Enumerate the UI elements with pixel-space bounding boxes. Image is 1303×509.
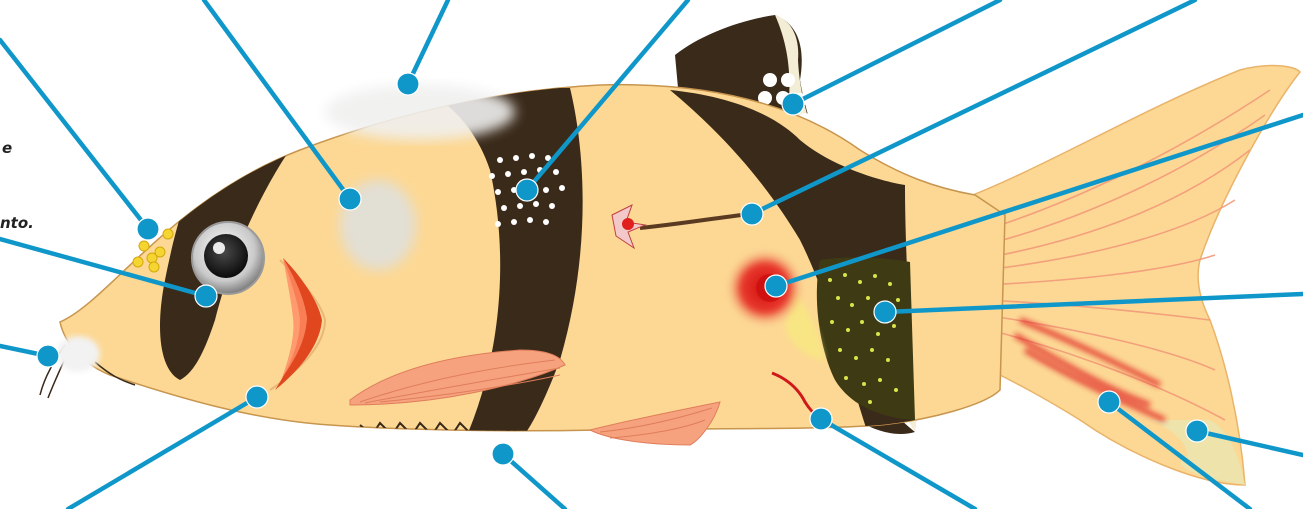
- belly-sawtooth-marker: [492, 443, 514, 465]
- tail-fin: [960, 66, 1300, 485]
- belly-sawtooth-leader: [503, 454, 565, 509]
- red-gill-marker: [246, 386, 268, 408]
- fin-white-tufts-leader: [408, 0, 448, 84]
- velvet-marker: [874, 301, 896, 323]
- fin-white-tufts: [325, 84, 515, 140]
- anal-red-thread-marker: [810, 408, 832, 430]
- red-gill-leader: [68, 397, 257, 509]
- fin-white-tufts-marker: [397, 73, 419, 95]
- red-lesion-marker: [765, 275, 787, 297]
- dorsal-fin-white-spots-leader: [793, 0, 1000, 104]
- dorsal-fin-white-spots-marker: [782, 93, 804, 115]
- head-yellow-cysts-marker: [137, 218, 159, 240]
- body-cloudy-patch-marker: [339, 188, 361, 210]
- eye-cloudy-marker: [195, 285, 217, 307]
- white-spots-marker: [516, 179, 538, 201]
- head-yellow-cysts-leader: [0, 40, 148, 229]
- mouth-fungus-marker: [37, 345, 59, 367]
- mouth-fungus: [56, 336, 100, 372]
- tail-red-streaks-marker: [1098, 391, 1120, 413]
- parasite-worm-marker: [741, 203, 763, 225]
- tail-fin-rot-marker: [1186, 420, 1208, 442]
